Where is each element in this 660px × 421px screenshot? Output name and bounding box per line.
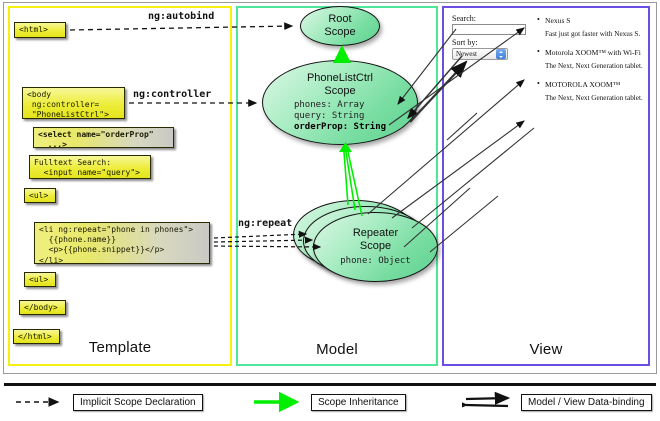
- scope-phonelistctrl-props: phones: Array query: String orderProp: S…: [294, 100, 386, 132]
- legend-label-data-binding: Model / View Data-binding: [521, 393, 652, 411]
- search-input[interactable]: [452, 24, 526, 35]
- code-box-body-close: </body>: [19, 300, 66, 315]
- list-item[interactable]: Nexus S Fast just got faster with Nexus …: [536, 15, 646, 39]
- scope-prop-query: query: String: [293, 111, 365, 122]
- list-item[interactable]: MOTOROLA XOOM™ The Next, Next Generation…: [536, 78, 646, 103]
- green-arrow-icon: [254, 392, 300, 412]
- code-box-html: <html>: [14, 22, 66, 38]
- dashed-arrow-icon: [16, 397, 60, 407]
- view-app-preview: Search: Sort by: Newest Nexus S Fast jus…: [450, 14, 646, 134]
- code-box-html-close: </html>: [13, 329, 60, 344]
- phone-snippet: The Next, Next Generation tablet.: [545, 93, 643, 102]
- connector-label-autobind: ng:autobind: [148, 11, 215, 22]
- legend-label-implicit-scope: Implicit Scope Declaration: [73, 393, 203, 411]
- sort-by-selected-value: Newest: [456, 50, 477, 58]
- scope-prop-phones: phones: Array: [293, 100, 365, 111]
- panel-template-label: Template: [88, 339, 152, 356]
- legend: Implicit Scope Declaration Scope Inherit…: [0, 392, 660, 416]
- phone-list: Nexus S Fast just got faster with Nexus …: [536, 15, 646, 111]
- list-item[interactable]: Motorola XOOM™ with Wi-Fi The Next, Next…: [536, 47, 646, 71]
- code-box-li-repeat: <li ng:repeat="phone in phones"> {{phone…: [34, 222, 210, 265]
- legend-label-scope-inheritance: Scope Inheritance: [311, 393, 406, 411]
- code-box-select: <select name="orderProp" ...>: [33, 127, 174, 149]
- chevron-updown-icon: [496, 49, 506, 59]
- phone-snippet: Fast just got faster with Nexus S.: [545, 30, 641, 39]
- search-label: Search:: [452, 14, 476, 23]
- panel-model-label: Model: [316, 341, 358, 358]
- code-box-fulltext-search: Fulltext Search: <input name="query">: [29, 155, 151, 179]
- sort-by-select[interactable]: Newest: [452, 48, 508, 60]
- code-box-ul-open: <ul>: [24, 188, 56, 203]
- scope-repeater-props: phone: Object: [340, 256, 410, 267]
- code-box-body: <body ng:controller= "PhoneListCtrl">: [22, 87, 125, 119]
- legend-item-scope-inheritance: Scope Inheritance: [252, 392, 406, 412]
- legend-item-implicit-scope: Implicit Scope Declaration: [14, 392, 203, 412]
- connector-label-repeat: ng:repeat: [238, 218, 293, 229]
- phone-name: Nexus S: [536, 15, 646, 25]
- phone-name: Motorola XOOM™ with Wi-Fi: [536, 47, 646, 57]
- phone-snippet: The Next, Next Generation tablet.: [545, 61, 643, 70]
- scope-prop-orderprop: orderProp: String: [293, 122, 387, 133]
- scope-prop-phone: phone: Object: [340, 255, 411, 266]
- legend-item-data-binding: Model / View Data-binding: [462, 392, 652, 412]
- sort-by-label: Sort by:: [452, 38, 478, 47]
- phone-name: MOTOROLA XOOM™: [536, 78, 646, 89]
- legend-divider: [4, 383, 656, 386]
- double-arrow-icon: [462, 392, 511, 412]
- code-box-ul-close: <ul>: [24, 272, 56, 287]
- panel-view-label: View: [529, 341, 563, 358]
- connector-label-controller: ng:controller: [133, 89, 212, 100]
